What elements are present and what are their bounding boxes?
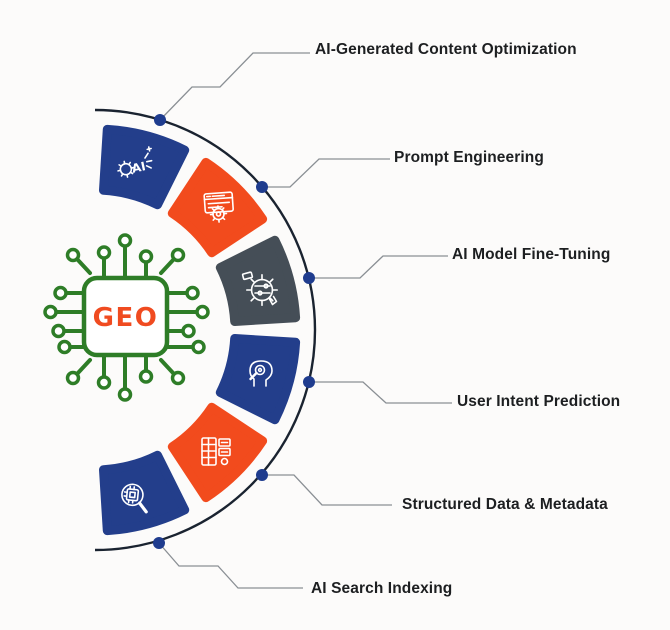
- connector-line-5: [262, 474, 392, 506]
- segment-user-intent-prediction: [215, 334, 301, 425]
- ai-content-optimization-icon: AI: [115, 146, 153, 180]
- label-structured-data: Structured Data & Metadata: [402, 496, 608, 513]
- prompt-engineering-icon: [203, 191, 234, 224]
- segment-ai-content-optimization: [99, 124, 190, 210]
- label-ai-search-indexing: AI Search Indexing: [311, 580, 453, 597]
- connector-dot: [303, 272, 315, 284]
- label-user-intent-prediction: User Intent Prediction: [457, 393, 621, 410]
- label-model-fine-tuning: AI Model Fine-Tuning: [452, 246, 611, 263]
- connector-dot: [153, 537, 165, 549]
- connector-line-3: [309, 255, 448, 279]
- connector-dot: [154, 114, 166, 126]
- geo-label: GEO: [93, 303, 159, 333]
- connector-line-2: [262, 158, 390, 188]
- connector-line-1: [159, 52, 310, 121]
- connector-dot: [303, 376, 315, 388]
- model-fine-tuning-icon: [241, 271, 279, 307]
- connector-dots: [153, 114, 315, 549]
- connector-dot: [256, 469, 268, 481]
- connector-line-4: [309, 381, 452, 404]
- label-prompt-engineering: Prompt Engineering: [394, 149, 544, 166]
- chip-body: [81, 275, 170, 358]
- user-intent-prediction-icon: [249, 360, 273, 387]
- ai-search-indexing-icon: [121, 483, 148, 514]
- structured-data-icon: [201, 437, 231, 466]
- connector-dot: [256, 181, 268, 193]
- label-ai-content-optimization: AI-Generated Content Optimization: [315, 41, 577, 58]
- connector-line-6: [158, 542, 303, 589]
- segment-structured-data: [167, 402, 268, 503]
- svg-text:AI: AI: [130, 159, 146, 176]
- connector-lines: [158, 52, 452, 589]
- segment-ai-search-indexing: [99, 450, 190, 536]
- segment-icons: AI: [115, 146, 279, 514]
- geo-chip: GEO: [43, 233, 210, 402]
- outer-arc: [94, 108, 317, 552]
